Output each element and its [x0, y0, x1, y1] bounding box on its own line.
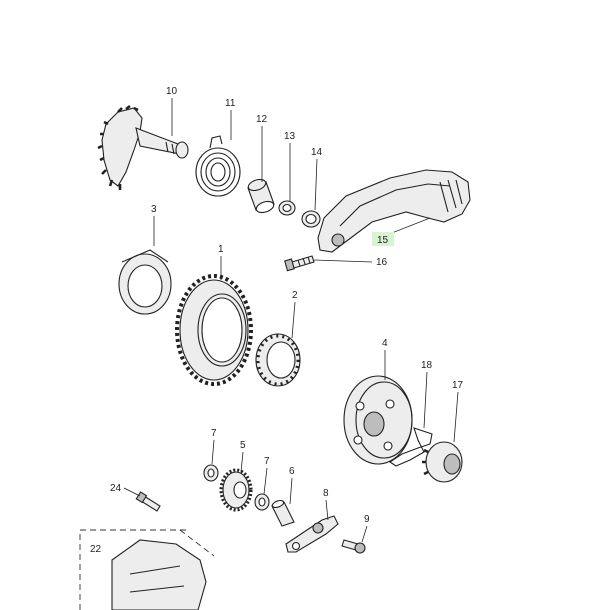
- part-2-bearing: [255, 333, 301, 387]
- callout-12: 12: [256, 114, 268, 125]
- part-7-washer-lower: [254, 493, 270, 511]
- callout-17: 17: [452, 380, 464, 391]
- callout-9: 9: [364, 514, 370, 525]
- part-11-spring: [195, 135, 241, 197]
- callout-13: 13: [284, 131, 296, 142]
- callout-24: 24: [110, 483, 122, 494]
- callout-6: 6: [289, 466, 295, 477]
- callout-11: 11: [225, 98, 236, 109]
- callout-22: 22: [90, 544, 102, 555]
- part-1-gear: [175, 274, 253, 386]
- part-9-bolt: [341, 539, 366, 554]
- callout-1: 1: [218, 244, 224, 255]
- part-7-washer-upper: [203, 464, 219, 482]
- part-18-wire-spring: [389, 427, 433, 467]
- callout-3: 3: [151, 204, 157, 215]
- callout-4: 4: [382, 338, 388, 349]
- leader-lines: [123, 98, 459, 543]
- callout-15-highlight: [372, 232, 394, 246]
- callout-14: 14: [311, 147, 323, 158]
- part-13-washer: [278, 200, 296, 216]
- callout-labels: 10 11 12 13 14 3 1 2 15 16 4 18 17 7 5 7…: [90, 86, 464, 555]
- part-6-pin: [271, 499, 295, 527]
- part-12-bushing: [247, 178, 275, 214]
- part-14-circlip: [301, 210, 321, 228]
- callout-15: 15: [377, 235, 389, 246]
- callout-16: 16: [376, 257, 388, 268]
- callout-7-lower: 7: [264, 456, 270, 467]
- part-16-bolt: [284, 255, 315, 272]
- callout-18: 18: [421, 360, 433, 371]
- part-10-kick-shaft: [97, 104, 189, 190]
- part-15-kick-lever: [317, 169, 471, 253]
- part-17-pinion: [422, 441, 463, 483]
- part-4-hub: [343, 375, 413, 465]
- callout-7-upper: 7: [211, 428, 217, 439]
- callout-5: 5: [240, 440, 246, 451]
- part-24-bolt: [135, 491, 161, 512]
- callout-8: 8: [323, 488, 329, 499]
- part-5-idle-gear: [219, 468, 253, 512]
- part-8-plate: [285, 515, 339, 553]
- part-3-seal: [118, 249, 172, 315]
- callout-10: 10: [166, 86, 178, 97]
- part-22-assembly: [79, 529, 215, 610]
- callout-2: 2: [292, 290, 298, 301]
